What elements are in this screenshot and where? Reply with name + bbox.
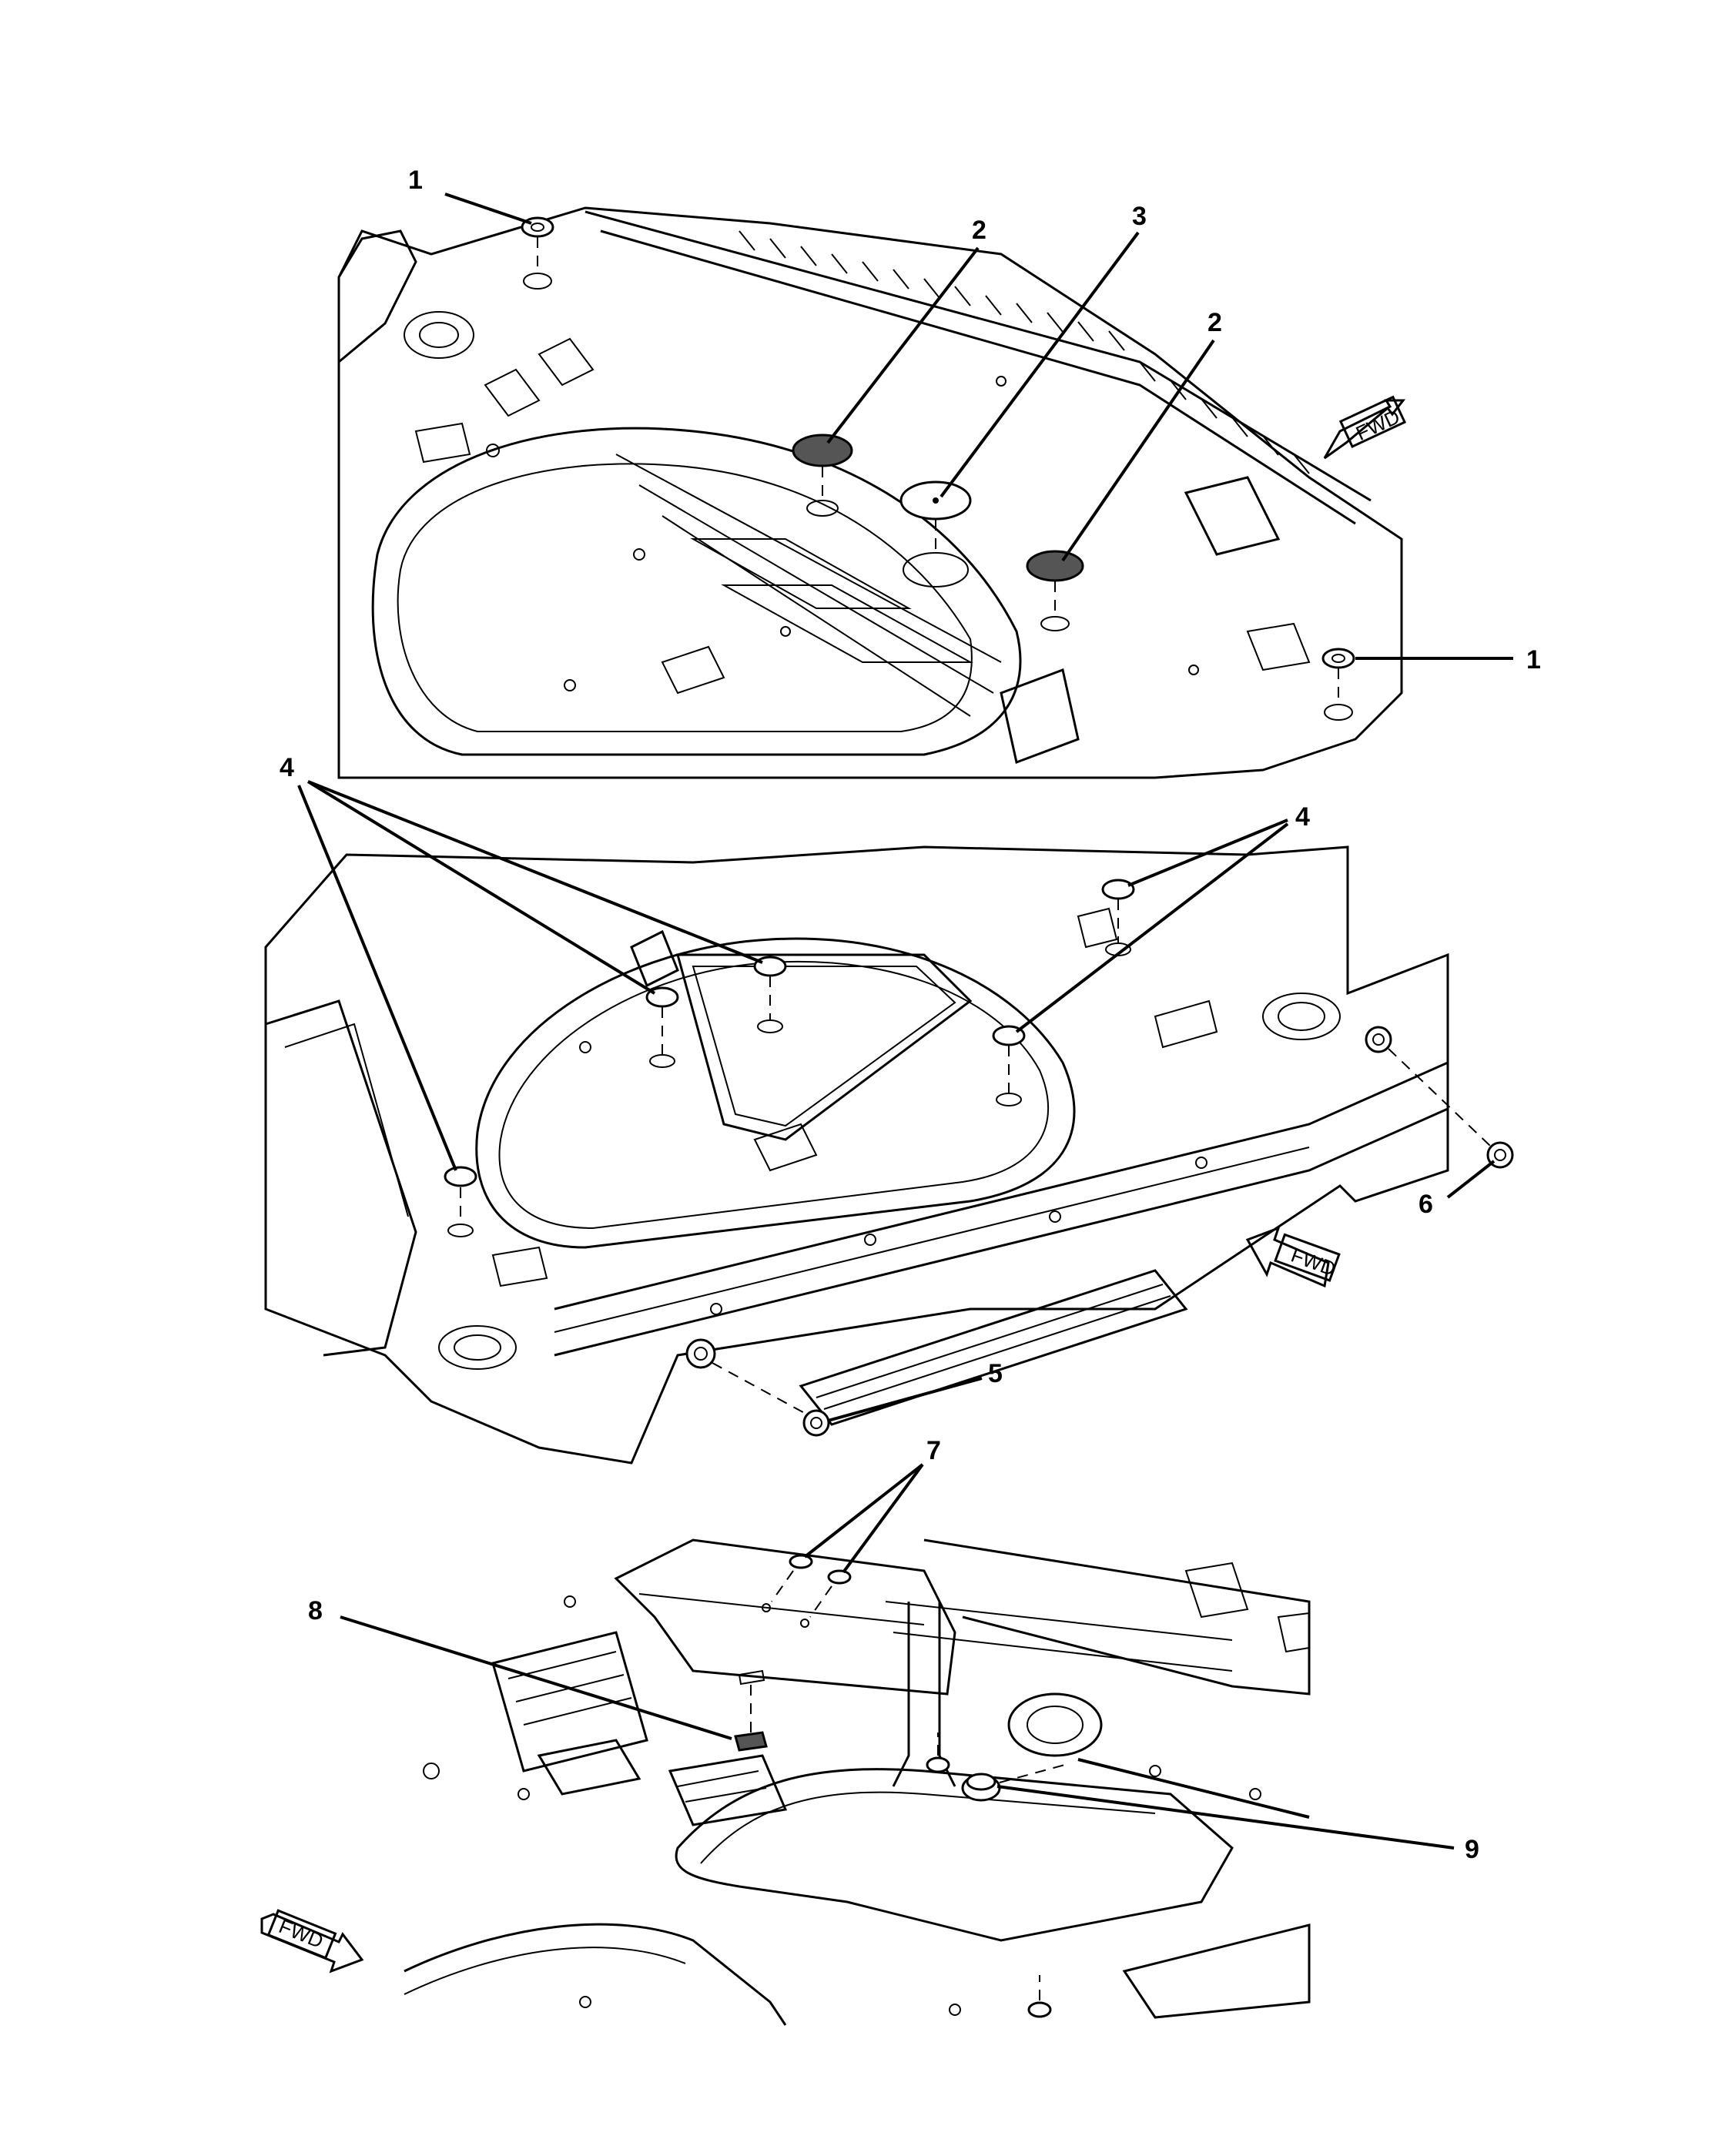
leader-1-top-left [444, 192, 532, 225]
fwd-arrow-middle: FWD [1245, 1226, 1341, 1288]
leader-2-top-right [1061, 339, 1215, 562]
fwd-arrow-bottom: FWD [260, 1909, 364, 1974]
callout-3-top: 3 [1132, 202, 1147, 231]
callout-6: 6 [1419, 1190, 1433, 1219]
leader-4-c [297, 785, 457, 1171]
leader-8 [340, 1615, 732, 1740]
fwd-arrow-top: FWD [1323, 395, 1407, 460]
leader-4-b [306, 780, 656, 995]
leader-3-top [940, 231, 1140, 498]
callout-2-top-left: 2 [972, 216, 986, 245]
leader-2-top-left [826, 246, 980, 444]
leader-5 [827, 1377, 983, 1422]
callout-5: 5 [988, 1359, 1003, 1388]
rear-closure-panel-view [264, 845, 1514, 1465]
leader-6 [1446, 1160, 1496, 1199]
leader-4-e [1015, 822, 1289, 1033]
callout-8: 8 [308, 1596, 323, 1625]
leader-7-a [803, 1463, 924, 1558]
leader-4-d [1127, 819, 1288, 887]
callout-7: 7 [926, 1436, 941, 1465]
leader-4-a [307, 780, 763, 964]
leader-7-b [842, 1463, 924, 1574]
underbody-view [404, 1538, 1311, 2026]
leader-9-a [996, 1785, 1455, 1850]
callout-2-top-right: 2 [1208, 308, 1222, 337]
callout-4-left: 4 [280, 753, 294, 782]
leader-9-b [1077, 1758, 1310, 1819]
callout-9: 9 [1465, 1835, 1479, 1864]
callout-1-top-right: 1 [1526, 645, 1541, 675]
fwd-label-top: FWD [1352, 405, 1403, 445]
rear-floor-pan-view [337, 206, 1403, 779]
callout-4-right: 4 [1295, 802, 1310, 832]
callout-1-top-left: 1 [408, 166, 423, 195]
